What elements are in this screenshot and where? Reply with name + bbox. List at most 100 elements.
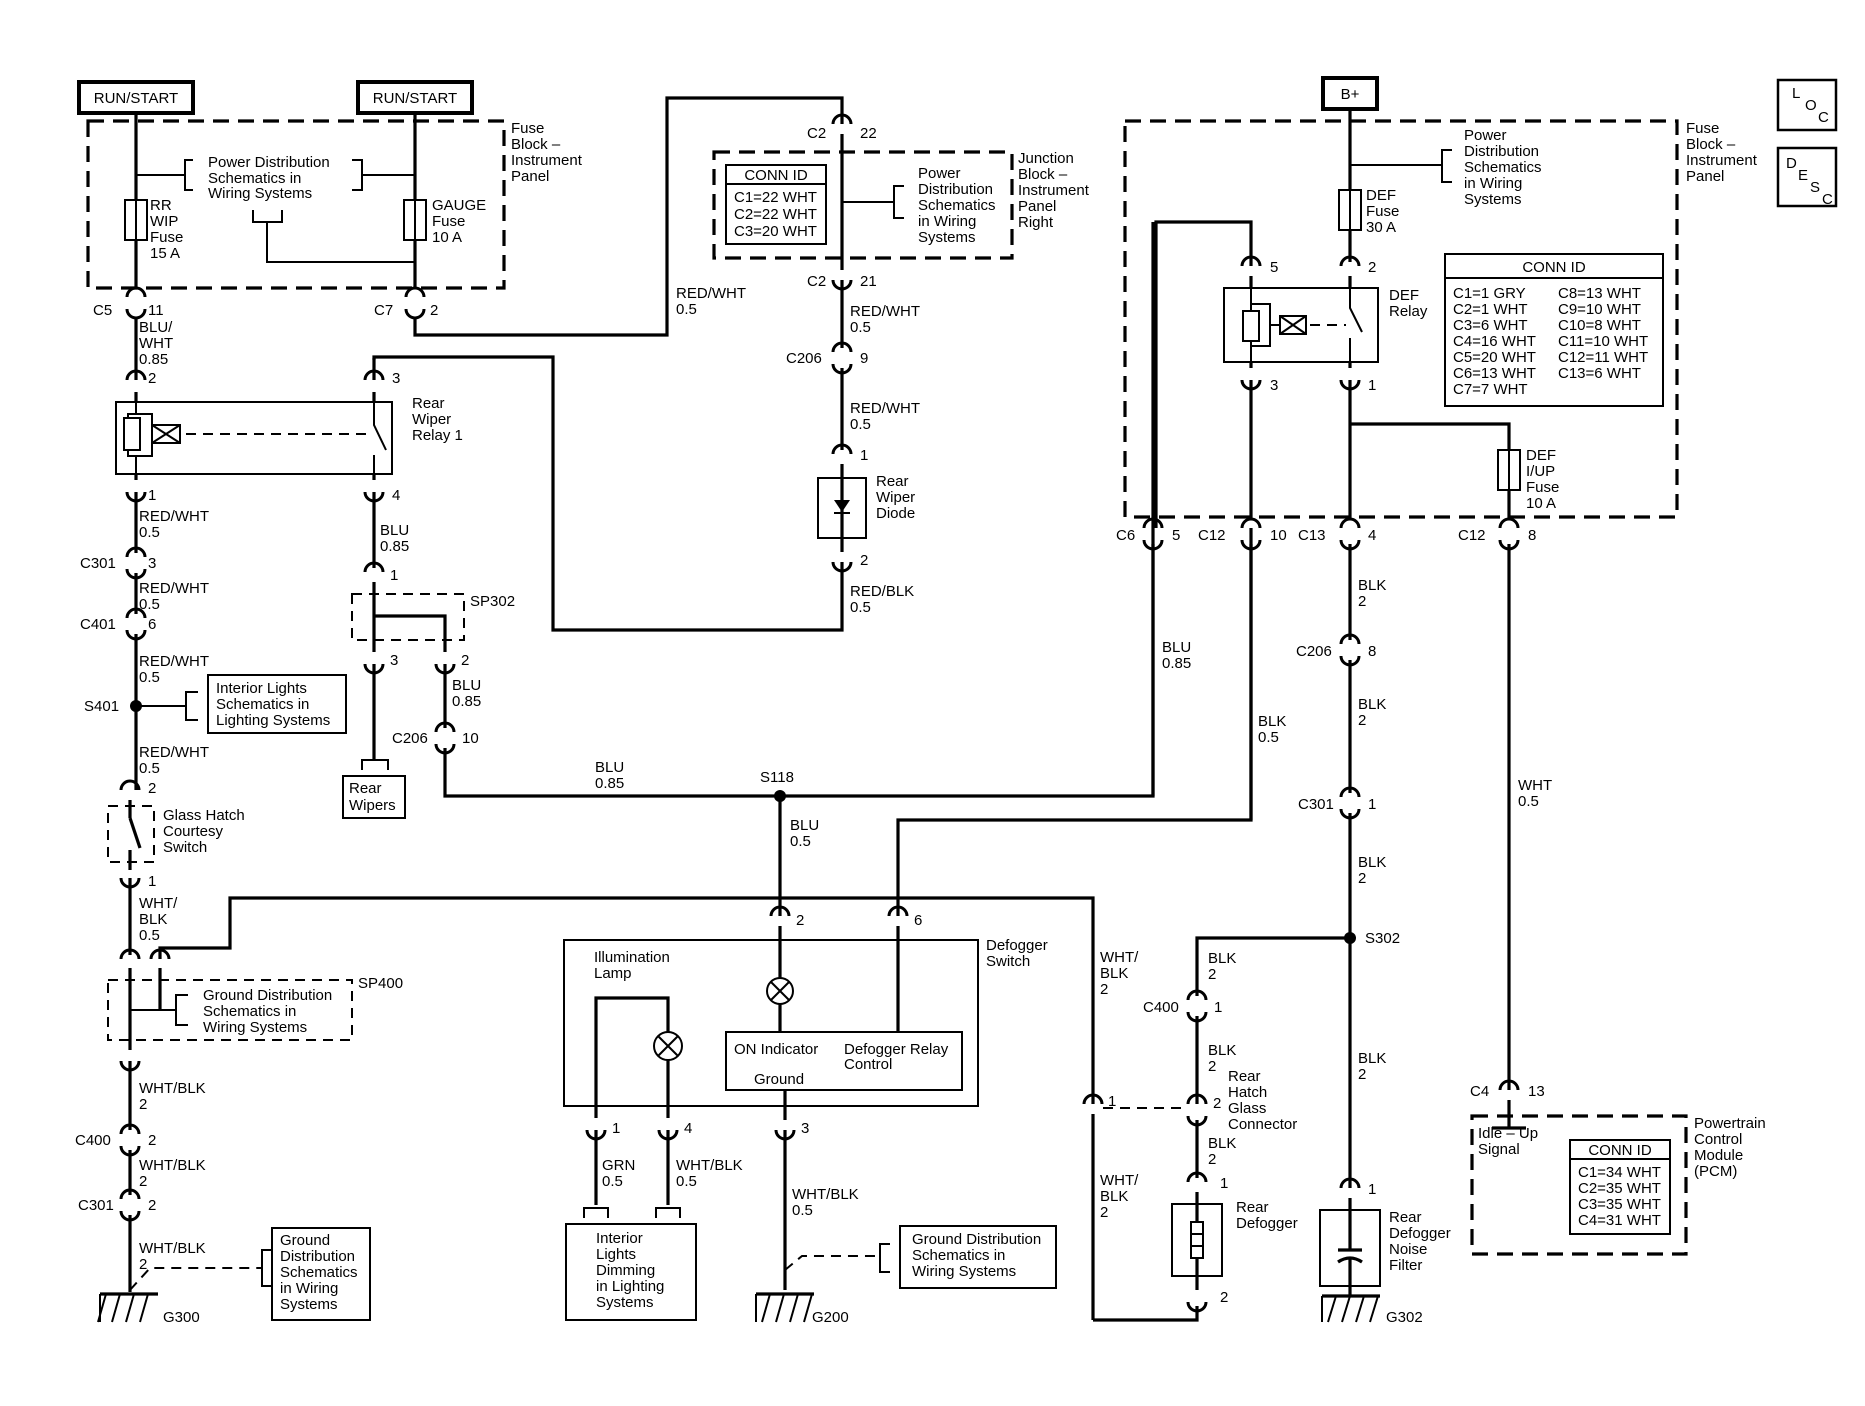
svg-text:in Wiring: in Wiring [918, 213, 976, 230]
svg-text:C1=1 GRY: C1=1 GRY [1453, 285, 1526, 302]
svg-text:Distribution: Distribution [280, 1248, 355, 1265]
svg-text:1: 1 [1220, 1175, 1228, 1192]
svg-text:0.5: 0.5 [139, 596, 160, 613]
svg-text:Rear: Rear [1228, 1068, 1261, 1085]
svg-text:1: 1 [148, 873, 156, 890]
svg-text:in Wiring: in Wiring [280, 1280, 338, 1297]
svg-text:GRN: GRN [602, 1157, 635, 1174]
svg-text:C: C [1818, 109, 1829, 126]
svg-text:WHT/: WHT/ [1100, 1172, 1139, 1189]
interior-dimming-ref[interactable]: Interior Lights Dimming in Lighting Syst… [565, 1207, 697, 1321]
svg-text:0.5: 0.5 [676, 1173, 697, 1190]
svg-text:Ground Distribution: Ground Distribution [912, 1231, 1041, 1248]
svg-text:Power: Power [1464, 127, 1507, 144]
svg-text:C401: C401 [80, 616, 116, 633]
junction-block: Junction Block – Instrument Panel Right [712, 150, 1090, 260]
svg-text:2: 2 [1358, 1066, 1366, 1083]
svg-text:C4: C4 [1470, 1083, 1489, 1100]
svg-text:RED/BLK: RED/BLK [850, 583, 914, 600]
svg-text:C8=13 WHT: C8=13 WHT [1558, 285, 1641, 302]
svg-text:10 A: 10 A [1526, 495, 1556, 512]
svg-text:C5=20 WHT: C5=20 WHT [1453, 349, 1536, 366]
svg-text:Power: Power [918, 165, 961, 182]
svg-text:Interior: Interior [596, 1230, 643, 1247]
svg-text:C9=10 WHT: C9=10 WHT [1558, 301, 1641, 318]
ground-ref-bottom[interactable]: Ground Distribution Schematics in Wiring… [261, 1227, 371, 1321]
svg-text:S118: S118 [760, 769, 794, 786]
svg-text:0.85: 0.85 [380, 538, 409, 555]
svg-text:WHT/: WHT/ [1100, 949, 1139, 966]
svg-text:CONN ID: CONN ID [1588, 1142, 1652, 1159]
desc-icon[interactable]: D E S C [1776, 146, 1838, 208]
c7-connector [404, 286, 426, 320]
svg-text:1: 1 [612, 1120, 620, 1137]
svg-text:C301: C301 [1298, 796, 1334, 813]
svg-text:RED/WHT: RED/WHT [850, 303, 920, 320]
svg-text:15 A: 15 A [150, 245, 180, 262]
svg-text:RED/WHT: RED/WHT [139, 744, 209, 761]
svg-text:2: 2 [461, 652, 469, 669]
svg-text:Schematics: Schematics [1464, 159, 1542, 176]
svg-text:1: 1 [1368, 377, 1376, 394]
sp302-splice-pack: SP302 [351, 582, 515, 652]
svg-text:BLK: BLK [1358, 1050, 1386, 1067]
svg-text:C12=11 WHT: C12=11 WHT [1558, 349, 1648, 366]
svg-text:3: 3 [390, 652, 398, 669]
svg-text:Rear: Rear [1236, 1199, 1269, 1216]
rear-wiper-relay: Rear Wiper Relay 1 [115, 392, 463, 475]
svg-text:C4=31 WHT: C4=31 WHT [1578, 1212, 1661, 1229]
svg-text:C3=20 WHT: C3=20 WHT [734, 223, 817, 240]
svg-text:2: 2 [148, 1132, 156, 1149]
svg-text:Rear: Rear [349, 780, 382, 797]
svg-text:2: 2 [1208, 1151, 1216, 1168]
svg-text:2: 2 [1208, 966, 1216, 983]
svg-text:RR: RR [150, 197, 172, 214]
svg-text:0.5: 0.5 [1518, 793, 1539, 810]
svg-text:SP400: SP400 [358, 975, 403, 992]
svg-text:Schematics: Schematics [280, 1264, 358, 1281]
svg-text:G200: G200 [812, 1309, 849, 1326]
svg-text:Systems: Systems [918, 229, 976, 246]
defogger-switch: Defogger Switch Illumination Lamp ON Ind… [563, 926, 1048, 1120]
svg-text:C301: C301 [78, 1197, 114, 1214]
svg-text:Fuse: Fuse [432, 213, 465, 230]
svg-text:SP302: SP302 [470, 593, 515, 610]
pds-ref-junction[interactable]: Power Distribution Schematics in Wiring … [893, 165, 996, 246]
svg-text:WIP: WIP [150, 213, 178, 230]
svg-text:2: 2 [139, 1096, 147, 1113]
svg-text:Noise: Noise [1389, 1241, 1427, 1258]
svg-text:Signal: Signal [1478, 1141, 1520, 1158]
pds-ref-left[interactable]: Power Distribution Schematics in Wiring … [184, 154, 415, 263]
svg-text:C: C [1822, 191, 1833, 208]
svg-text:BLK: BLK [1358, 577, 1386, 594]
svg-text:10: 10 [462, 730, 479, 747]
ground-ref-left[interactable]: Ground Distribution Schematics in Wiring… [175, 987, 332, 1036]
interior-lights-ref[interactable]: Interior Lights Schematics in Lighting S… [185, 674, 347, 734]
svg-text:2: 2 [1358, 870, 1366, 887]
svg-text:C3=35 WHT: C3=35 WHT [1578, 1196, 1661, 1213]
svg-text:10: 10 [1270, 527, 1287, 544]
svg-text:WHT/BLK: WHT/BLK [792, 1186, 859, 1203]
svg-text:DEF: DEF [1366, 187, 1396, 204]
c5-connector [125, 286, 147, 320]
def-fuse: DEF Fuse 30 A [1338, 187, 1399, 236]
svg-text:Distribution: Distribution [1464, 143, 1539, 160]
svg-text:BLK: BLK [1208, 1042, 1236, 1059]
svg-text:Defogger Relay: Defogger Relay [844, 1041, 949, 1058]
ground-ref-mid[interactable]: Ground Distribution Schematics in Wiring… [879, 1225, 1057, 1289]
svg-text:Illumination: Illumination [594, 949, 670, 966]
svg-text:2: 2 [1213, 1095, 1221, 1112]
svg-text:Diode: Diode [876, 505, 915, 522]
svg-text:BLK: BLK [1358, 854, 1386, 871]
svg-text:Panel: Panel [1686, 168, 1724, 185]
svg-text:2: 2 [430, 302, 438, 319]
svg-text:Panel: Panel [1018, 198, 1056, 215]
svg-text:Switch: Switch [986, 953, 1030, 970]
svg-text:C7: C7 [374, 302, 393, 319]
svg-text:O: O [1805, 97, 1817, 114]
loc-icon[interactable]: L O C [1776, 78, 1838, 132]
svg-text:2: 2 [148, 1197, 156, 1214]
pds-ref-right[interactable]: Power Distribution Schematics in Wiring … [1441, 127, 1542, 208]
svg-text:BLK: BLK [1208, 1135, 1236, 1152]
